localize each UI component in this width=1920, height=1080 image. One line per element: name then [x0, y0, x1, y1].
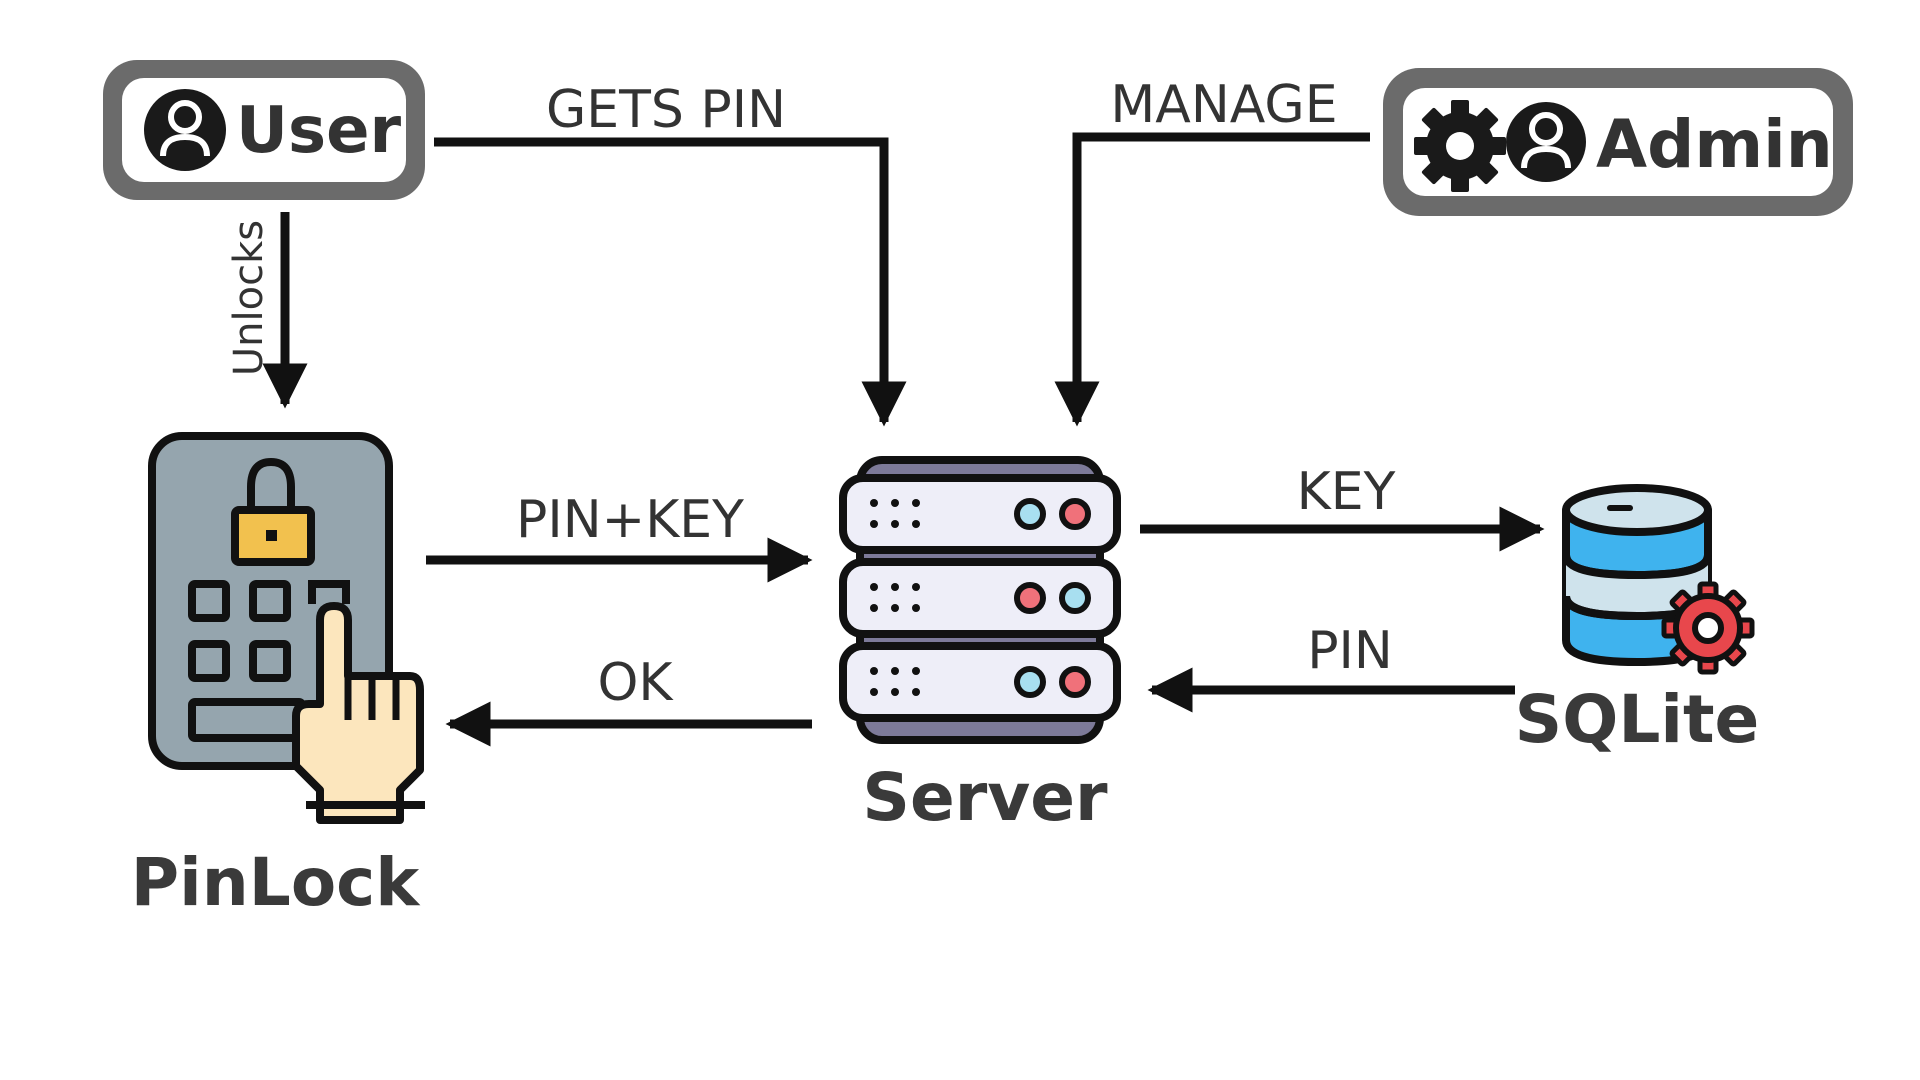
keypad-lock-icon	[148, 432, 425, 824]
manage-arrow	[1054, 132, 1370, 427]
database-gear-icon	[1562, 484, 1755, 675]
server-rack-icon	[839, 456, 1121, 744]
gear-icon	[1414, 100, 1506, 192]
unlocks-label: Unlocks	[226, 220, 272, 376]
sqlite-label: SQLite	[1515, 681, 1760, 758]
user-icon	[1506, 102, 1586, 182]
server-node: Server	[839, 456, 1121, 836]
admin-actor: Admin	[1383, 68, 1853, 216]
pin-key-label: PIN+KEY	[516, 490, 744, 550]
gets-pin-arrow	[434, 137, 907, 427]
server-label: Server	[862, 759, 1108, 836]
key-label: KEY	[1297, 462, 1396, 522]
admin-label: Admin	[1596, 106, 1833, 183]
pin-label: PIN	[1307, 621, 1393, 681]
gear-icon	[1661, 581, 1755, 675]
user-actor: User	[103, 60, 425, 200]
sqlite-node: SQLite	[1515, 484, 1760, 758]
user-icon	[144, 89, 226, 171]
gets-pin-label: GETS PIN	[546, 80, 786, 140]
manage-label: MANAGE	[1110, 75, 1337, 135]
pinlock-node: PinLock	[131, 432, 425, 921]
pinlock-label: PinLock	[131, 844, 422, 921]
ok-label: OK	[597, 653, 674, 713]
user-label: User	[236, 94, 401, 168]
